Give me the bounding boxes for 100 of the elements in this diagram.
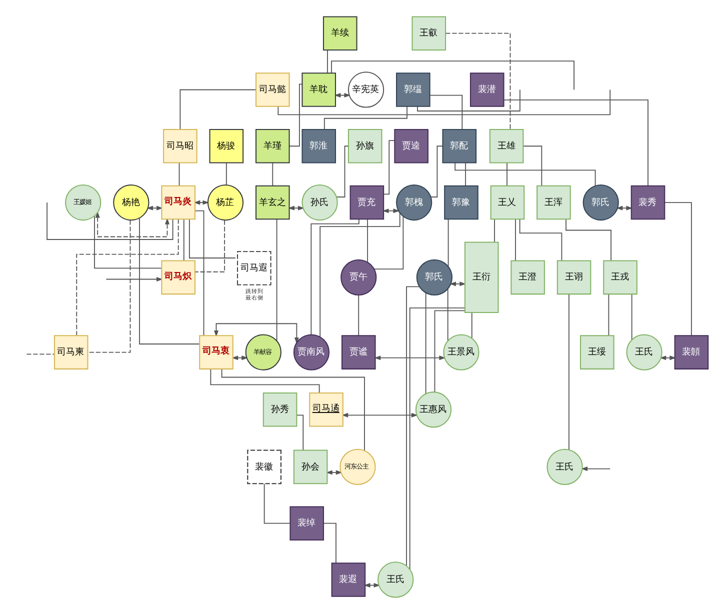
connector xyxy=(94,216,162,269)
connector xyxy=(323,522,336,564)
connector xyxy=(320,212,400,338)
node-box: 羊续 xyxy=(322,16,358,50)
node-box: 裴绰 xyxy=(290,506,324,540)
connector xyxy=(183,219,184,262)
connector xyxy=(180,89,256,130)
connector xyxy=(406,286,420,566)
connector xyxy=(289,84,303,147)
connector xyxy=(358,294,360,336)
connector xyxy=(87,220,131,353)
connector xyxy=(448,219,449,267)
connector xyxy=(417,89,520,112)
connector xyxy=(327,50,328,74)
connector xyxy=(264,483,290,524)
node-box: 王乂 xyxy=(490,185,525,220)
node-box: 羊耽 xyxy=(302,72,336,107)
node-box: 司马遹 xyxy=(309,392,344,427)
arrow xyxy=(106,277,163,282)
connector xyxy=(430,94,463,130)
connector xyxy=(454,162,596,186)
connector xyxy=(664,202,692,336)
connector xyxy=(465,162,466,186)
node-circle: 杨艳 xyxy=(113,184,150,221)
connector xyxy=(331,60,574,90)
connector xyxy=(194,220,226,272)
connector xyxy=(226,162,227,186)
connector xyxy=(188,218,236,258)
node-box: 王诩 xyxy=(556,260,592,295)
node-box: 杨骏 xyxy=(209,128,244,164)
node-circle: 孙氏 xyxy=(302,184,338,221)
node-box: 裴遐 xyxy=(331,562,366,597)
node-box: 郭配 xyxy=(442,128,477,164)
node-box: 司马炎 xyxy=(161,185,196,220)
arrow xyxy=(374,356,446,360)
connector xyxy=(194,210,204,336)
node-box: 裴頠 xyxy=(674,335,709,370)
connector xyxy=(76,218,179,336)
node-box: 王戎 xyxy=(603,260,638,295)
node-circle: 郭氏 xyxy=(582,184,619,221)
node-box: 王浑 xyxy=(536,185,571,220)
connector xyxy=(566,218,612,262)
connector xyxy=(374,216,404,270)
node-circle: 王惠风 xyxy=(415,392,452,428)
connector xyxy=(447,288,448,342)
connector xyxy=(178,162,180,186)
node-box: 王衍 xyxy=(464,242,499,314)
node-box: 王叡 xyxy=(412,16,446,50)
connector xyxy=(46,202,174,240)
connector xyxy=(515,219,516,262)
node-box: 司马衷 xyxy=(199,335,234,370)
connector xyxy=(296,414,304,451)
connector xyxy=(210,368,320,394)
node-circle: 王氏 xyxy=(546,448,583,486)
node-box: 司马炽 xyxy=(161,260,196,295)
connector xyxy=(430,146,444,198)
connector xyxy=(278,89,611,116)
connector xyxy=(324,106,408,130)
node-circle: 王氏 xyxy=(378,562,414,598)
arrow xyxy=(581,466,611,472)
connector xyxy=(506,162,508,186)
connector xyxy=(425,292,426,394)
connector xyxy=(608,294,610,336)
node-circle: 郭氏 xyxy=(416,259,452,296)
connector xyxy=(139,218,200,344)
connector xyxy=(367,219,368,263)
node-box: 司马柬 xyxy=(54,335,88,370)
connector xyxy=(445,32,511,130)
node-circle: 杨芷 xyxy=(207,184,244,221)
node-box: 郭缊 xyxy=(396,72,430,107)
node-box: 羊瑾 xyxy=(255,128,290,164)
node-box: 王绥 xyxy=(580,335,614,370)
node-circle: 辛宪英 xyxy=(348,72,384,108)
connector xyxy=(336,146,349,198)
connector xyxy=(504,99,648,186)
node-box: 裴徽 xyxy=(247,450,282,484)
node-box: 郭淮 xyxy=(302,128,336,164)
connector xyxy=(383,140,395,195)
arrow xyxy=(214,323,299,344)
node-box: 裴秀 xyxy=(630,185,666,220)
node-box: 郭豫 xyxy=(444,185,478,220)
node-box: 裴潜 xyxy=(470,72,504,107)
connector xyxy=(471,312,472,338)
node-box: 孙旗 xyxy=(348,128,382,164)
node-circle: 王氏 xyxy=(626,334,662,370)
node-circle: 郭槐 xyxy=(396,184,432,221)
node-circle: 王景风 xyxy=(443,334,480,370)
node-circle: 贾午 xyxy=(340,259,377,296)
node-box: 贾谧 xyxy=(341,335,376,370)
node-box: 孙会 xyxy=(293,450,328,484)
connector xyxy=(494,219,495,243)
node-box: 王雄 xyxy=(489,128,524,164)
node-box: 司马昭 xyxy=(163,128,198,164)
connector xyxy=(568,294,570,450)
connector xyxy=(276,218,278,342)
connector xyxy=(272,162,274,186)
connector xyxy=(310,218,360,336)
node-box: 司马懿 xyxy=(255,72,290,107)
connector xyxy=(631,294,632,340)
node-box: 羊玄之 xyxy=(255,185,290,220)
